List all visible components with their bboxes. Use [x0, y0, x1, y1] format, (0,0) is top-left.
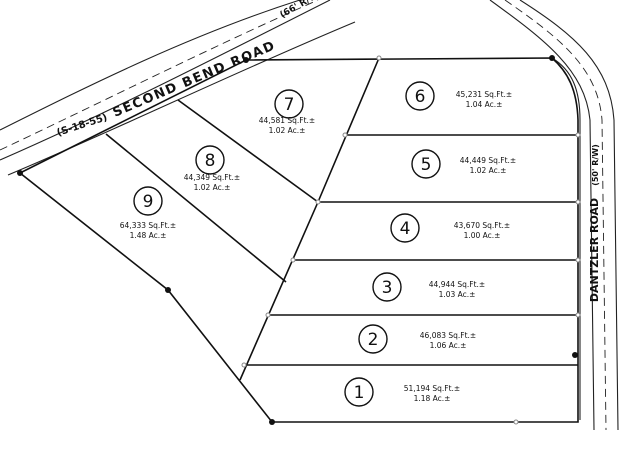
lot-area-acres: 1.00 Ac.±	[464, 231, 501, 240]
lot-area-sqft: 51,194 Sq.Ft.±	[404, 384, 460, 393]
lot-area-acres: 1.18 Ac.±	[414, 394, 451, 403]
dantzler-road-row: (50' R/W)	[591, 144, 600, 186]
lot-number: 4	[400, 219, 411, 239]
lot-3[interactable]: 3 44,944 Sq.Ft.± 1.03 Ac.±	[372, 272, 485, 302]
second-bend-road-name: SECOND BEND ROAD	[111, 38, 278, 120]
lot-2[interactable]: 2 46,083 Sq.Ft.± 1.06 Ac.±	[358, 324, 476, 354]
lot-number: 3	[382, 278, 393, 298]
lot-7[interactable]: 7 44,581 Sq.Ft.± 1.02 Ac.±	[259, 89, 315, 135]
lot-number: 6	[415, 87, 426, 107]
lot-area-acres: 1.02 Ac.±	[470, 166, 507, 175]
lot-area-sqft: 44,944 Sq.Ft.±	[429, 280, 485, 289]
lot-number: 7	[284, 95, 295, 115]
lot-number: 8	[205, 151, 216, 171]
lot-area-sqft: 44,581 Sq.Ft.±	[259, 116, 315, 125]
lot-number: 9	[143, 192, 154, 212]
lot-area-sqft: 46,083 Sq.Ft.±	[420, 331, 476, 340]
lot-5[interactable]: 5 44,449 Sq.Ft.± 1.02 Ac.±	[411, 149, 516, 179]
lot-number: 2	[368, 330, 379, 350]
lot-area-acres: 1.03 Ac.±	[439, 290, 476, 299]
dantzler-road-name: DANTZLER ROAD	[588, 198, 601, 302]
lot-6[interactable]: 6 45,231 Sq.Ft.± 1.04 Ac.±	[405, 81, 512, 111]
lot-area-acres: 1.02 Ac.±	[269, 126, 306, 135]
lot-1[interactable]: 1 51,194 Sq.Ft.± 1.18 Ac.±	[344, 377, 460, 407]
second-bend-road-row: (66' R/W)	[279, 0, 325, 21]
lot-area-acres: 1.06 Ac.±	[430, 341, 467, 350]
lot-area-acres: 1.02 Ac.±	[194, 183, 231, 192]
lot-area-sqft: 44,449 Sq.Ft.±	[460, 156, 516, 165]
lot-9[interactable]: 9 64,333 Sq.Ft.± 1.48 Ac.±	[120, 186, 176, 240]
lot-area-sqft: 43,670 Sq.Ft.±	[454, 221, 510, 230]
lot-4[interactable]: 4 43,670 Sq.Ft.± 1.00 Ac.±	[390, 213, 510, 243]
lot-area-sqft: 64,333 Sq.Ft.±	[120, 221, 176, 230]
lot-8[interactable]: 8 44,349 Sq.Ft.± 1.02 Ac.±	[184, 145, 240, 192]
lot-area-sqft: 45,231 Sq.Ft.±	[456, 90, 512, 99]
lot-area-sqft: 44,349 Sq.Ft.±	[184, 173, 240, 182]
lot-area-acres: 1.48 Ac.±	[130, 231, 167, 240]
dantzler-road	[489, 0, 619, 431]
lot-lines	[105, 57, 578, 381]
lot-number: 5	[421, 155, 432, 175]
survey-markers	[17, 55, 581, 425]
lot-area-acres: 1.04 Ac.±	[466, 100, 503, 109]
lot-number: 1	[354, 383, 365, 403]
